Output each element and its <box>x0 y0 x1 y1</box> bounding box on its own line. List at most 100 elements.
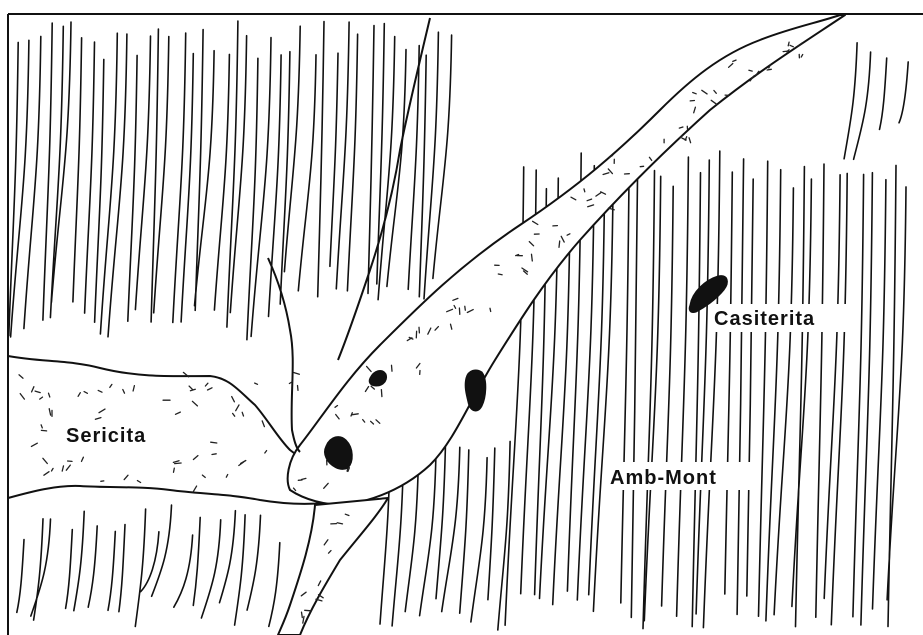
foliation-line <box>119 525 125 612</box>
foliation-line <box>88 526 97 607</box>
sericite-fleck <box>801 55 803 58</box>
foliation-line <box>471 458 487 622</box>
foliation-line <box>844 43 857 159</box>
cassiterite-grain <box>465 370 486 411</box>
foliation-line <box>631 171 637 617</box>
foliation-line <box>747 179 753 596</box>
sericite-fleck <box>498 274 502 275</box>
foliation-line <box>420 457 436 616</box>
foliation-line <box>643 171 655 629</box>
sericite-fleck <box>255 383 258 384</box>
foliation-line <box>318 22 324 297</box>
sericite-fleck <box>532 254 533 261</box>
cassiterite-label: Casiterita <box>714 308 815 330</box>
foliation-line <box>725 172 733 594</box>
foliation-line <box>703 151 719 627</box>
foliation-line <box>298 55 316 291</box>
foliation-line <box>135 509 145 627</box>
foliation-line <box>368 26 374 294</box>
foliation-line <box>408 46 419 290</box>
sericite-fleck <box>174 468 175 472</box>
foliation-line <box>488 448 495 600</box>
foliation-line <box>74 511 84 610</box>
sericite-fleck <box>584 189 585 192</box>
sericite-fleck <box>490 308 491 311</box>
foliation-line <box>419 55 426 297</box>
foliation-line <box>174 535 193 607</box>
foliation-line <box>50 26 63 317</box>
sericite-fleck <box>305 610 311 611</box>
foliation-line <box>824 175 840 599</box>
sericite-fleck <box>392 365 393 371</box>
foliation-line <box>135 36 150 310</box>
foliation-line <box>108 531 115 610</box>
sericite-fleck <box>211 442 217 443</box>
foliation-line <box>677 157 689 616</box>
foliation-line <box>51 22 71 302</box>
foliation-line <box>405 463 418 612</box>
sericite-fleck <box>767 69 771 70</box>
foliation-line <box>796 167 805 627</box>
sericite-fleck <box>41 430 46 431</box>
foliation-line <box>247 515 260 610</box>
host-rock-label: Amb-Mont <box>610 467 717 489</box>
foliation-line <box>85 42 95 313</box>
foliation-line <box>214 54 229 310</box>
sericite-fleck <box>749 70 752 71</box>
foliation-line <box>152 505 172 596</box>
foliation-line <box>201 520 220 618</box>
foliation-line <box>269 543 280 627</box>
foliation-line <box>737 159 744 615</box>
sericite-fleck <box>381 390 382 397</box>
foliation-line <box>887 187 906 600</box>
foliation-line <box>193 517 200 605</box>
sericite-fleck <box>788 42 789 46</box>
sericite-fleck <box>302 612 303 618</box>
foliation-line <box>17 540 24 613</box>
foliation-line <box>899 62 908 123</box>
foliation-line <box>66 530 73 609</box>
foliation-line <box>692 173 700 627</box>
foliation-line <box>816 164 824 617</box>
foliation-line <box>644 176 660 620</box>
foliation-line <box>766 170 781 621</box>
sericite-fleck <box>294 373 299 375</box>
foliation-line <box>128 55 137 321</box>
sericite-fleck <box>559 241 560 247</box>
foliation-line <box>220 511 236 603</box>
foliation-line <box>235 515 246 625</box>
sericite-label: Sericita <box>66 425 146 447</box>
foliation-line <box>589 168 605 595</box>
wedge-outline <box>268 258 300 452</box>
foliation-line <box>347 34 357 291</box>
foliation-line <box>433 35 452 278</box>
sericite-fleck <box>352 414 358 415</box>
foliation-line <box>43 23 52 320</box>
foliation-line <box>73 38 82 302</box>
foliation-line <box>330 53 338 266</box>
foliation-line <box>759 161 768 616</box>
sericite-fleck <box>465 306 466 310</box>
foliation-line <box>151 29 158 322</box>
sericite-fleck <box>298 386 299 391</box>
foliation-line <box>460 450 469 613</box>
foliation-line <box>621 156 629 603</box>
sericite-vein-branch <box>278 498 388 635</box>
sericite-fleck <box>175 463 182 464</box>
foliation-line <box>436 440 446 599</box>
foliation-line <box>880 58 887 129</box>
foliation-line <box>853 174 864 616</box>
foliation-line <box>873 180 886 609</box>
foliation-line <box>95 59 104 322</box>
foliation-line <box>181 54 193 323</box>
foliation-line <box>195 30 203 311</box>
foliation-line <box>774 188 793 615</box>
foliation-line <box>24 36 41 328</box>
foliation-line <box>662 186 674 606</box>
foliation-line <box>230 36 246 313</box>
sericite-fleck <box>689 138 691 143</box>
foliation-line <box>247 58 258 339</box>
foliation-line <box>498 441 510 630</box>
sericite-fleck <box>212 454 216 455</box>
